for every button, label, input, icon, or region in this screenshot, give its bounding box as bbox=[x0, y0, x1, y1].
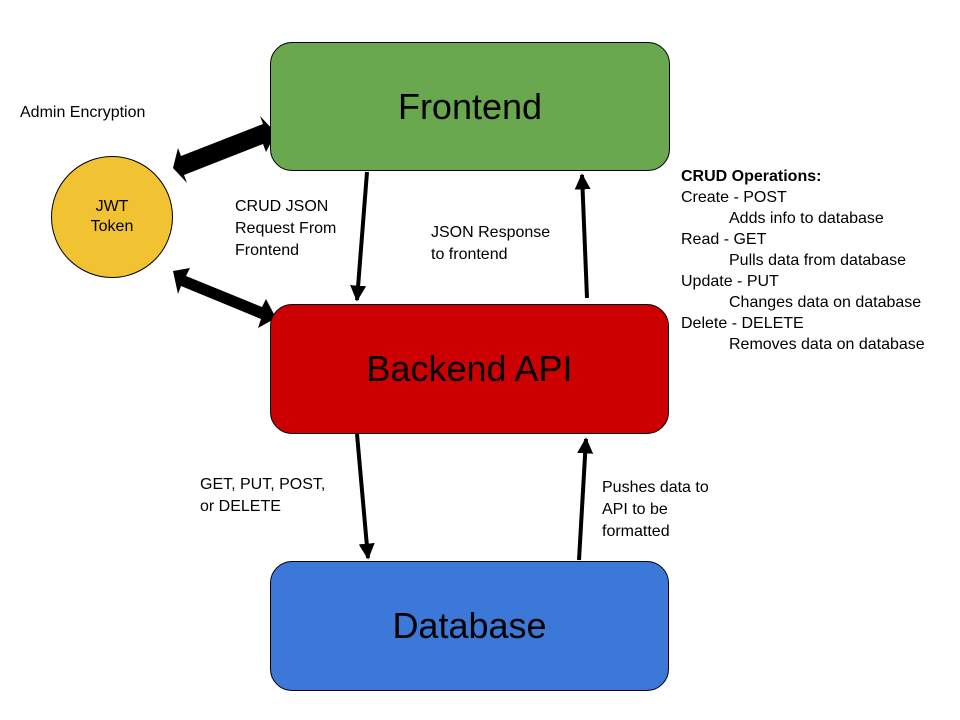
jwt-token-circle: JWT Token bbox=[51, 156, 173, 278]
response-arrow bbox=[574, 173, 591, 299]
request-arrow bbox=[350, 171, 369, 302]
backend-label: Backend API bbox=[366, 348, 573, 389]
crud-op: Read - GET bbox=[681, 231, 767, 248]
frontend-label: Frontend bbox=[397, 85, 543, 127]
crud-desc: Adds info to database bbox=[729, 210, 884, 227]
crud-op: Create - POST bbox=[681, 189, 787, 206]
database-label: Database bbox=[392, 605, 547, 646]
token-label-line2: Token bbox=[90, 218, 134, 235]
request-label: CRUD JSON Request From Frontend bbox=[235, 196, 336, 262]
crud-desc: Pulls data from database bbox=[729, 252, 906, 269]
response-label-line: JSON Response bbox=[431, 224, 551, 241]
database-box: Database bbox=[270, 561, 669, 691]
methods-label-line: or DELETE bbox=[200, 498, 281, 515]
request-label-line: CRUD JSON bbox=[235, 198, 329, 215]
push-label-line: API to be bbox=[602, 501, 668, 518]
crud-op: Delete - DELETE bbox=[681, 315, 804, 332]
token-backend-double-arrow bbox=[173, 268, 276, 328]
token-label-line1: JWT bbox=[95, 198, 129, 215]
request-label-line: Frontend bbox=[235, 242, 300, 259]
crud-desc: Removes data on database bbox=[729, 336, 925, 353]
response-label-line: to frontend bbox=[431, 246, 508, 263]
token-frontend-double-arrow bbox=[173, 116, 276, 183]
backend-api-box: Backend API bbox=[270, 304, 669, 434]
response-label: JSON Response to frontend bbox=[431, 222, 550, 266]
crud-title: CRUD Operations: bbox=[681, 168, 822, 185]
request-label-line: Request From bbox=[235, 220, 337, 237]
push-arrow bbox=[577, 437, 594, 561]
frontend-box: Frontend bbox=[270, 42, 670, 171]
crud-operations-legend: CRUD Operations: Create - POST Adds info… bbox=[681, 166, 925, 355]
push-label-line: Pushes data to bbox=[602, 479, 709, 496]
methods-label-line: GET, PUT, POST, bbox=[200, 476, 326, 493]
crud-desc: Changes data on database bbox=[729, 294, 922, 311]
query-arrow bbox=[355, 433, 375, 560]
crud-op: Update - PUT bbox=[681, 273, 779, 290]
push-label-line: formatted bbox=[602, 523, 670, 540]
admin-encryption-label: Admin Encryption bbox=[20, 104, 146, 121]
push-label: Pushes data to API to be formatted bbox=[602, 477, 709, 543]
methods-label: GET, PUT, POST, or DELETE bbox=[200, 474, 325, 518]
